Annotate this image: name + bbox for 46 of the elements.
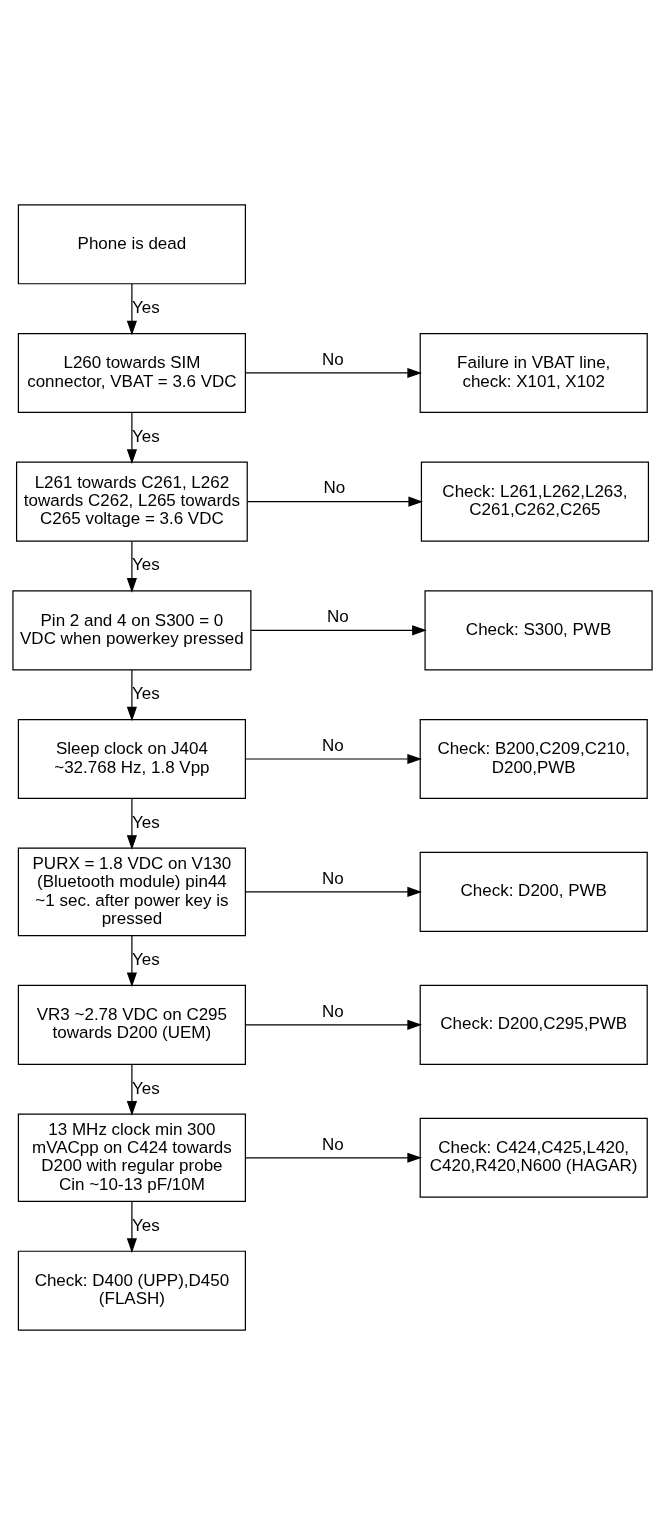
node-box: VR3 ~2.78 VDC on C295 towards D200 (UEM) [17,984,246,1065]
edge-label: Yes [132,1078,160,1098]
arrow [126,1063,137,1116]
arrow [250,625,427,636]
node-box: PURX = 1.8 VDC on V130 (Bluetooth module) pin44 ~1 sec. after power key is pressed [17,847,246,937]
node-box: Check: D200,C295,PWB [419,984,648,1065]
arrow [126,669,137,722]
edge-label: Yes [132,812,160,832]
node-box: 13 MHz clock min 300 mVACpp on C424 towards D200 with regular probe Cin ~10-13 pF/10M [17,1113,246,1203]
arrow [244,367,422,379]
edge-label: Yes [132,684,160,704]
node-box: L260 towards SIM connector, VBAT = 3.6 VDC [17,332,246,414]
node-box: Sleep clock on J404 ~32.768 Hz, 1.8 Vpp [17,718,246,800]
node-box: Check: D200, PWB [419,851,648,932]
node-box: Check: L261,L262,L263, C261,C262,C265 [420,461,650,542]
arrow [244,753,422,765]
arrow [126,412,137,464]
edge-label: Yes [132,298,160,318]
edge-label: Yes [132,950,160,969]
node-box: Pin 2 and 4 on S300 = 0 VDC when powerkey pressed [12,590,252,671]
arrow [126,935,137,988]
node-box: Phone is dead [17,204,246,285]
arrow [244,1019,422,1030]
arrow [126,283,137,336]
node-box: Failure in VBAT line, check: X101, X102 [419,332,648,414]
node-box: Check: D400 (UPP),D450 (FLASH) [17,1250,246,1331]
arrow [244,886,422,898]
node-box: L261 towards C261, L262 towards C262, L265 towards C265 voltage = 3.6 VDC [15,461,248,542]
arrow [244,1152,422,1163]
node-box: Check: B200,C209,C210, D200,PWB [419,718,648,800]
arrow [126,798,137,850]
edge-label: No [321,868,344,888]
edge-label: No [321,349,344,369]
edge-label: No [327,607,349,627]
arrow [126,540,137,593]
edge-label: No [321,1001,344,1021]
edge-label: Yes [132,1215,160,1235]
edge-label: No [323,478,346,498]
edge-label: Yes [132,555,160,575]
node-box: Check: C424,C425,L420, C420,R420,N600 (HAGAR) [419,1117,648,1198]
edge-label: Yes [132,426,160,446]
node-box: Check: S300, PWB [424,590,653,671]
edge-label: No [321,735,344,755]
arrow [126,1201,137,1253]
arrow [246,496,423,507]
edge-label: No [321,1134,344,1154]
